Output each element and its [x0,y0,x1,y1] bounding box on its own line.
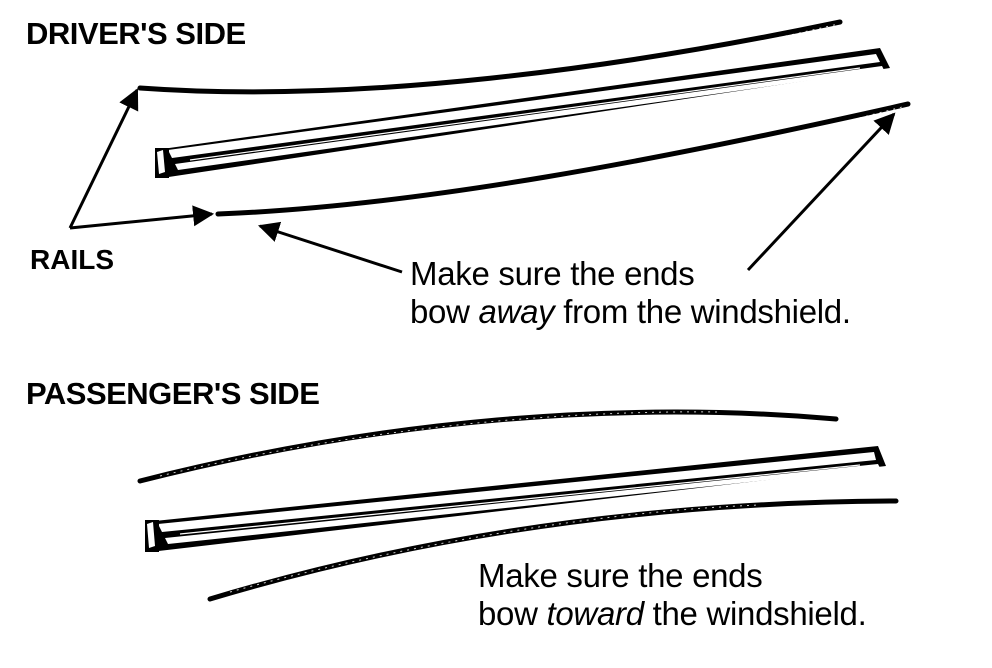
passengers-note-pre: bow [478,594,547,632]
passengers-side-group [137,409,899,602]
drivers-note: Make sure the ends bow away from the win… [410,255,851,330]
drivers-note-line2: bow away from the windshield. [410,293,851,331]
rails-arrow-upper [68,88,139,229]
passengers-side-heading: PASSENGER'S SIDE [26,376,320,411]
passengers-blade-refill [145,446,886,552]
drivers-note-line1: Make sure the ends [410,255,695,292]
drivers-side-heading: DRIVER'S SIDE [26,16,246,51]
drivers-side-group [68,19,911,274]
drivers-note-post: from the windshield. [554,292,851,330]
passengers-note-line1: Make sure the ends [478,557,763,594]
note-arrow-left [258,221,403,274]
drivers-upper-rail [137,19,843,95]
drivers-blade-refill [155,48,890,178]
drivers-lower-rail [215,101,911,217]
note-arrow-right [746,112,896,272]
drivers-note-pre: bow [410,292,479,330]
passengers-note: Make sure the ends bow toward the windsh… [478,557,867,633]
drivers-note-emphasis: away [478,292,555,330]
passengers-note-post: the windshield. [643,594,867,632]
rails-arrow-lower [69,205,215,230]
passengers-note-line2: bow toward the windshield. [478,594,867,633]
passengers-note-emphasis: toward [546,594,645,632]
rails-label: RAILS [30,244,114,275]
